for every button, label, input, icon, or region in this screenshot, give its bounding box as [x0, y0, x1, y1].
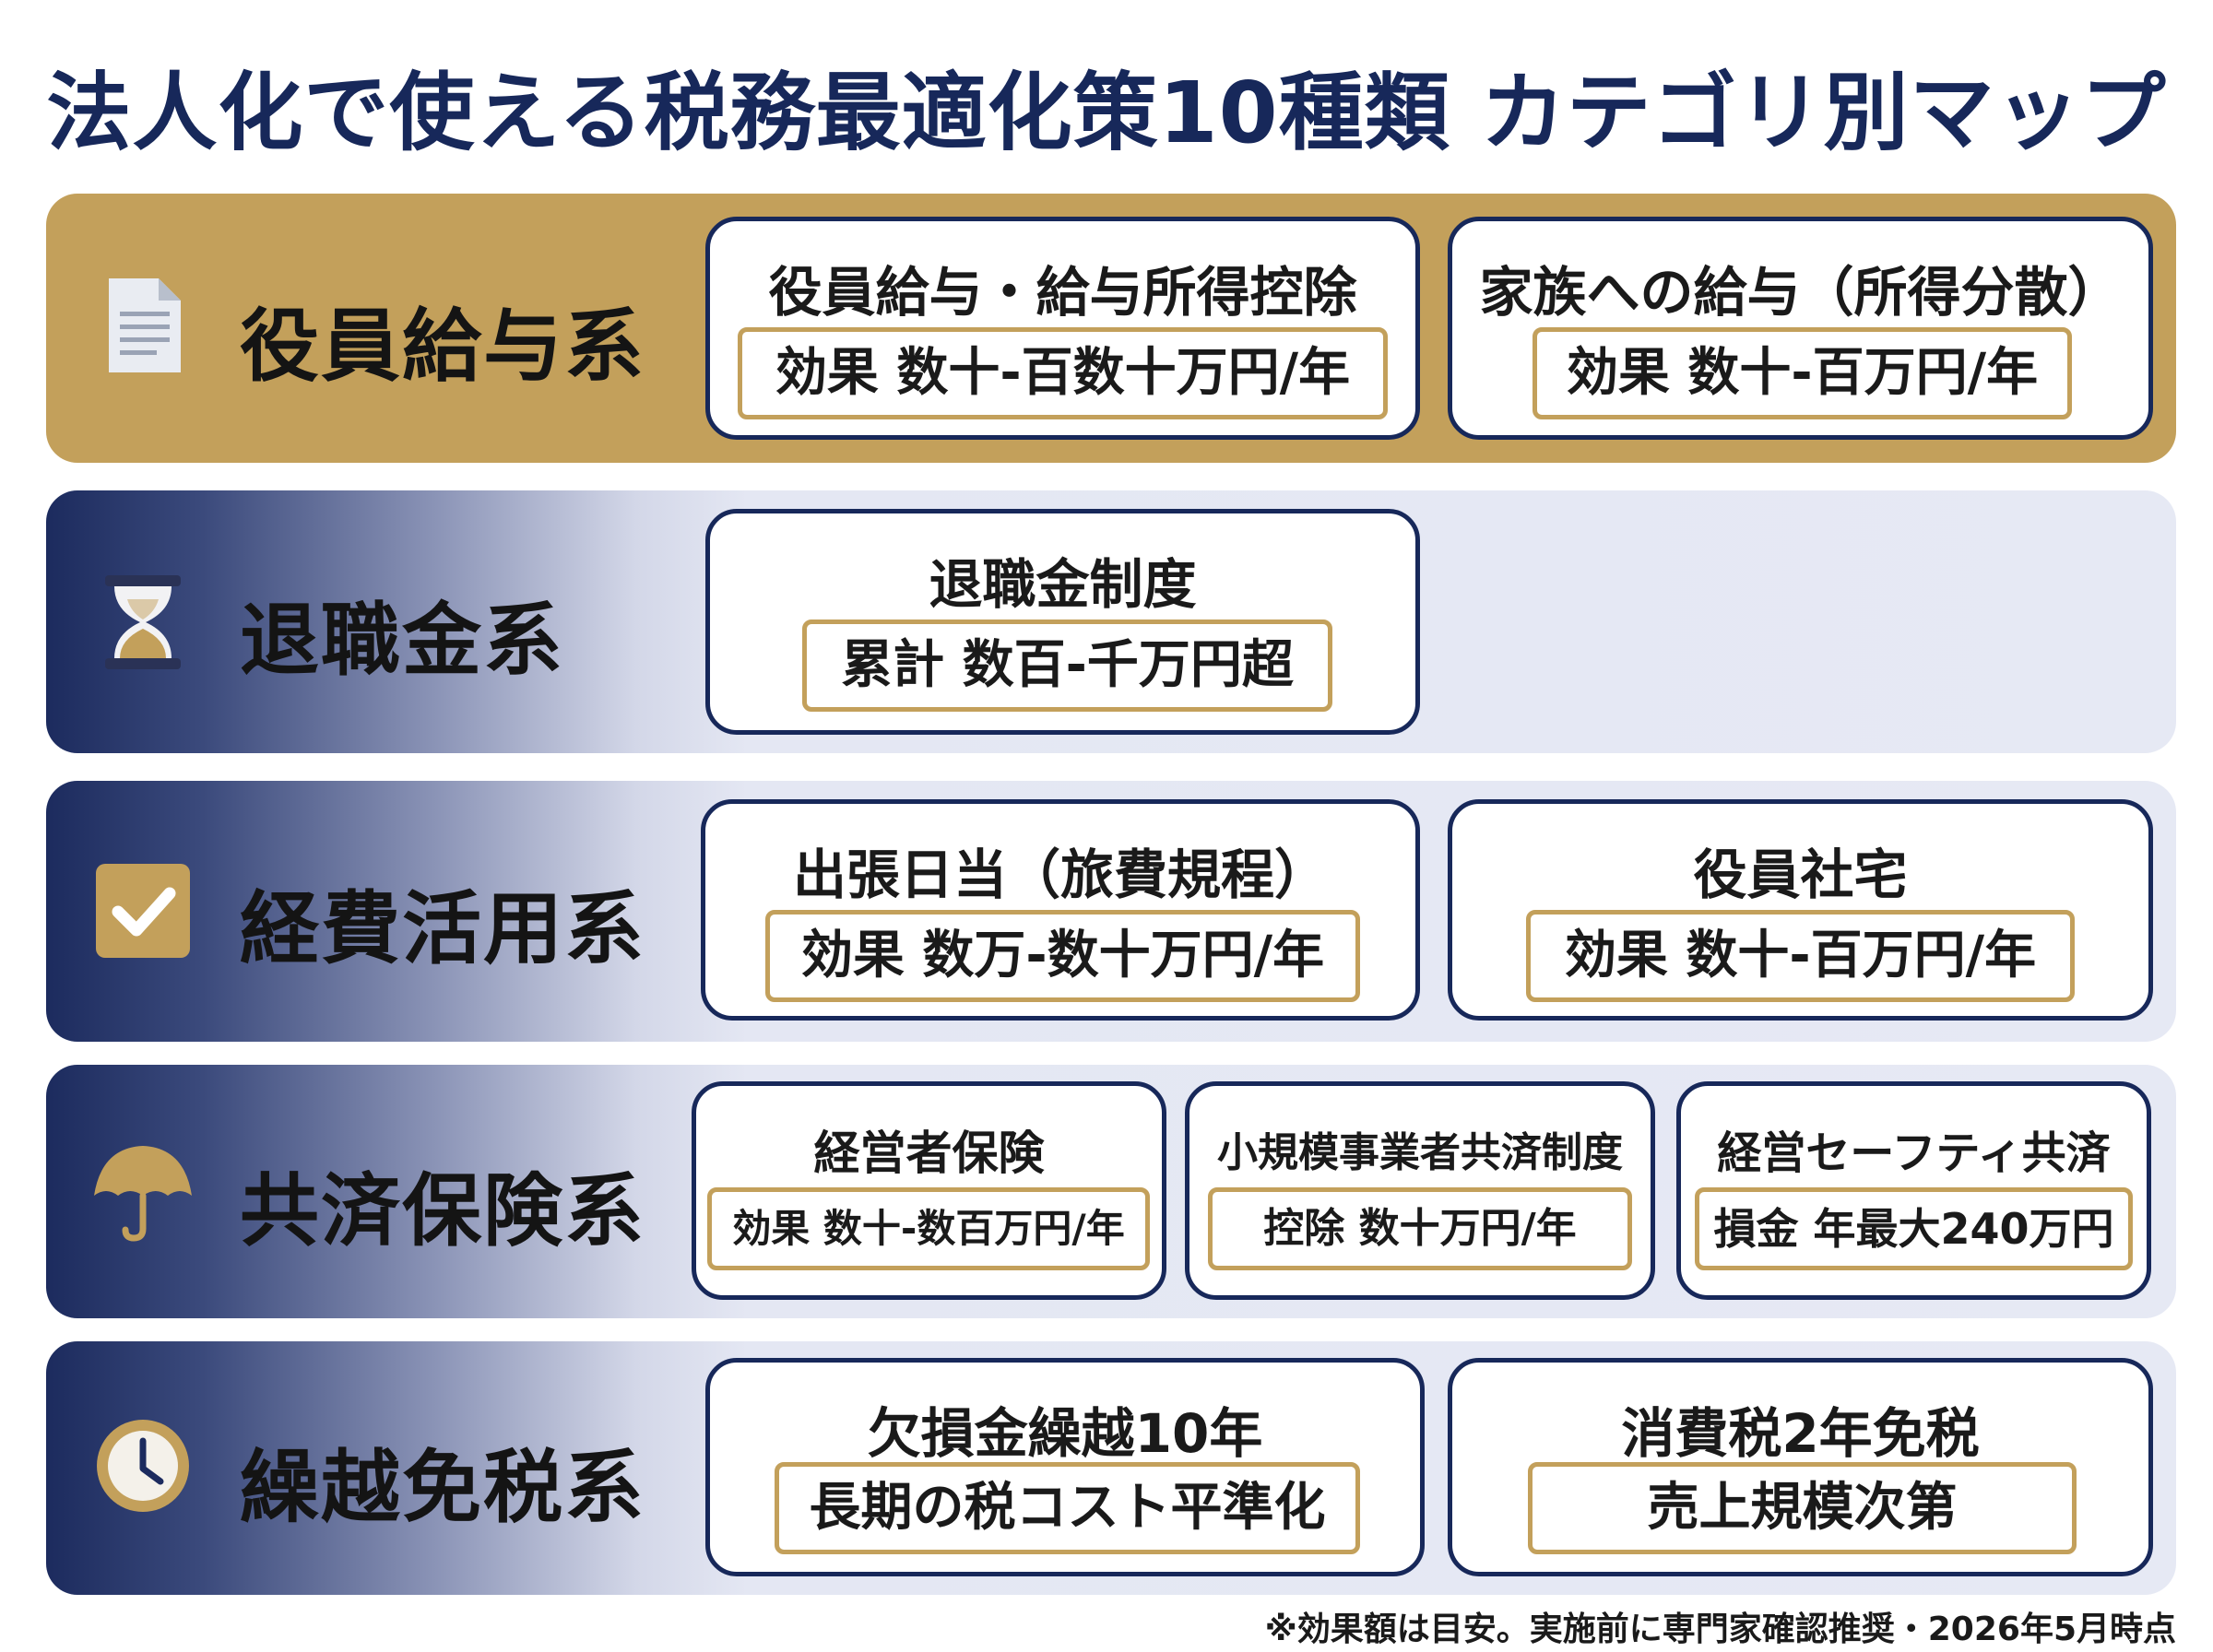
measure-title: 役員給与・給与所得控除 — [768, 261, 1357, 324]
measure-title: 経営セーフティ共済 — [1717, 1127, 2111, 1179]
measure-title: 消費税2年免税 — [1621, 1402, 1980, 1465]
category-band-carryforward: 繰越免税系 欠損金繰越10年 長期の税コスト平準化 消費税2年免税 売上規模次第 — [46, 1341, 2176, 1595]
checkbox-icon — [92, 860, 194, 962]
measure-card-small-business-mutual-aid: 小規模事業者共済制度 控除 数十万円/年 — [1185, 1081, 1655, 1300]
clock-icon — [92, 1415, 194, 1516]
measure-title: 欠損金繰越10年 — [867, 1402, 1263, 1465]
category-label: 繰越免税系 — [240, 1442, 645, 1534]
measure-title: 家族への給与（所得分散） — [1479, 261, 2122, 324]
measure-title: 出張日当（旅費規程） — [792, 844, 1328, 906]
umbrella-icon — [92, 1140, 194, 1242]
category-band-retirement: 退職金系 退職金制度 累計 数百-千万円超 — [46, 490, 2176, 753]
category-band-expenses: 経費活用系 出張日当（旅費規程） 効果 数万-数十万円/年 役員社宅 効果 数十… — [46, 781, 2176, 1042]
effect-badge: 効果 数十-百数十万円/年 — [738, 327, 1388, 419]
measure-card-executive-housing: 役員社宅 効果 数十-百万円/年 — [1448, 799, 2153, 1021]
category-label: 経費活用系 — [240, 883, 645, 975]
effect-badge: 効果 数十-百万円/年 — [1526, 910, 2075, 1002]
category-band-insurance: 共済保険系 経営者保険 効果 数十-数百万円/年 小規模事業者共済制度 控除 数… — [46, 1065, 2176, 1318]
category-label: 退職金系 — [240, 595, 564, 687]
effect-badge: 損金 年最大240万円 — [1695, 1187, 2133, 1270]
effect-badge: 累計 数百-千万円超 — [802, 620, 1332, 712]
measure-title: 経営者保険 — [813, 1127, 1045, 1180]
category-band-executive-pay: 役員給与系 役員給与・給与所得控除 効果 数十-百数十万円/年 家族への給与（所… — [46, 194, 2176, 463]
hourglass-icon — [92, 572, 194, 673]
category-label: 共済保険系 — [240, 1165, 645, 1257]
footnote: ※効果額は目安。実施前に専門家確認推奨・2026年5月時点 — [1264, 1611, 2176, 1648]
effect-badge: 売上規模次第 — [1528, 1462, 2077, 1554]
effect-badge: 効果 数万-数十万円/年 — [765, 910, 1360, 1002]
measure-card-loss-carryforward: 欠損金繰越10年 長期の税コスト平準化 — [705, 1358, 1425, 1576]
effect-badge: 長期の税コスト平準化 — [775, 1462, 1360, 1554]
measure-card-travel-allowance: 出張日当（旅費規程） 効果 数万-数十万円/年 — [701, 799, 1420, 1021]
effect-badge: 効果 数十-数百万円/年 — [707, 1187, 1150, 1270]
effect-badge: 控除 数十万円/年 — [1208, 1187, 1632, 1270]
effect-badge: 効果 数十-百万円/年 — [1533, 327, 2072, 419]
measure-title: 退職金制度 — [929, 553, 1197, 616]
measure-card-consumption-tax-exemption: 消費税2年免税 売上規模次第 — [1448, 1358, 2153, 1576]
measure-card-retirement-system: 退職金制度 累計 数百-千万円超 — [705, 509, 1420, 735]
category-label: 役員給与系 — [240, 301, 645, 393]
measure-card-family-salary: 家族への給与（所得分散） 効果 数十-百万円/年 — [1448, 217, 2153, 440]
measure-title: 役員社宅 — [1693, 844, 1908, 906]
measure-title: 小規模事業者共済制度 — [1217, 1129, 1623, 1176]
page-title: 法人化で使える税務最適化策10種類 カテゴリ別マップ — [46, 64, 2167, 162]
measure-card-executive-insurance: 経営者保険 効果 数十-数百万円/年 — [692, 1081, 1166, 1300]
measure-card-safety-mutual-aid: 経営セーフティ共済 損金 年最大240万円 — [1676, 1081, 2151, 1300]
document-icon — [92, 275, 194, 376]
measure-card-executive-salary: 役員給与・給与所得控除 効果 数十-百数十万円/年 — [705, 217, 1420, 440]
